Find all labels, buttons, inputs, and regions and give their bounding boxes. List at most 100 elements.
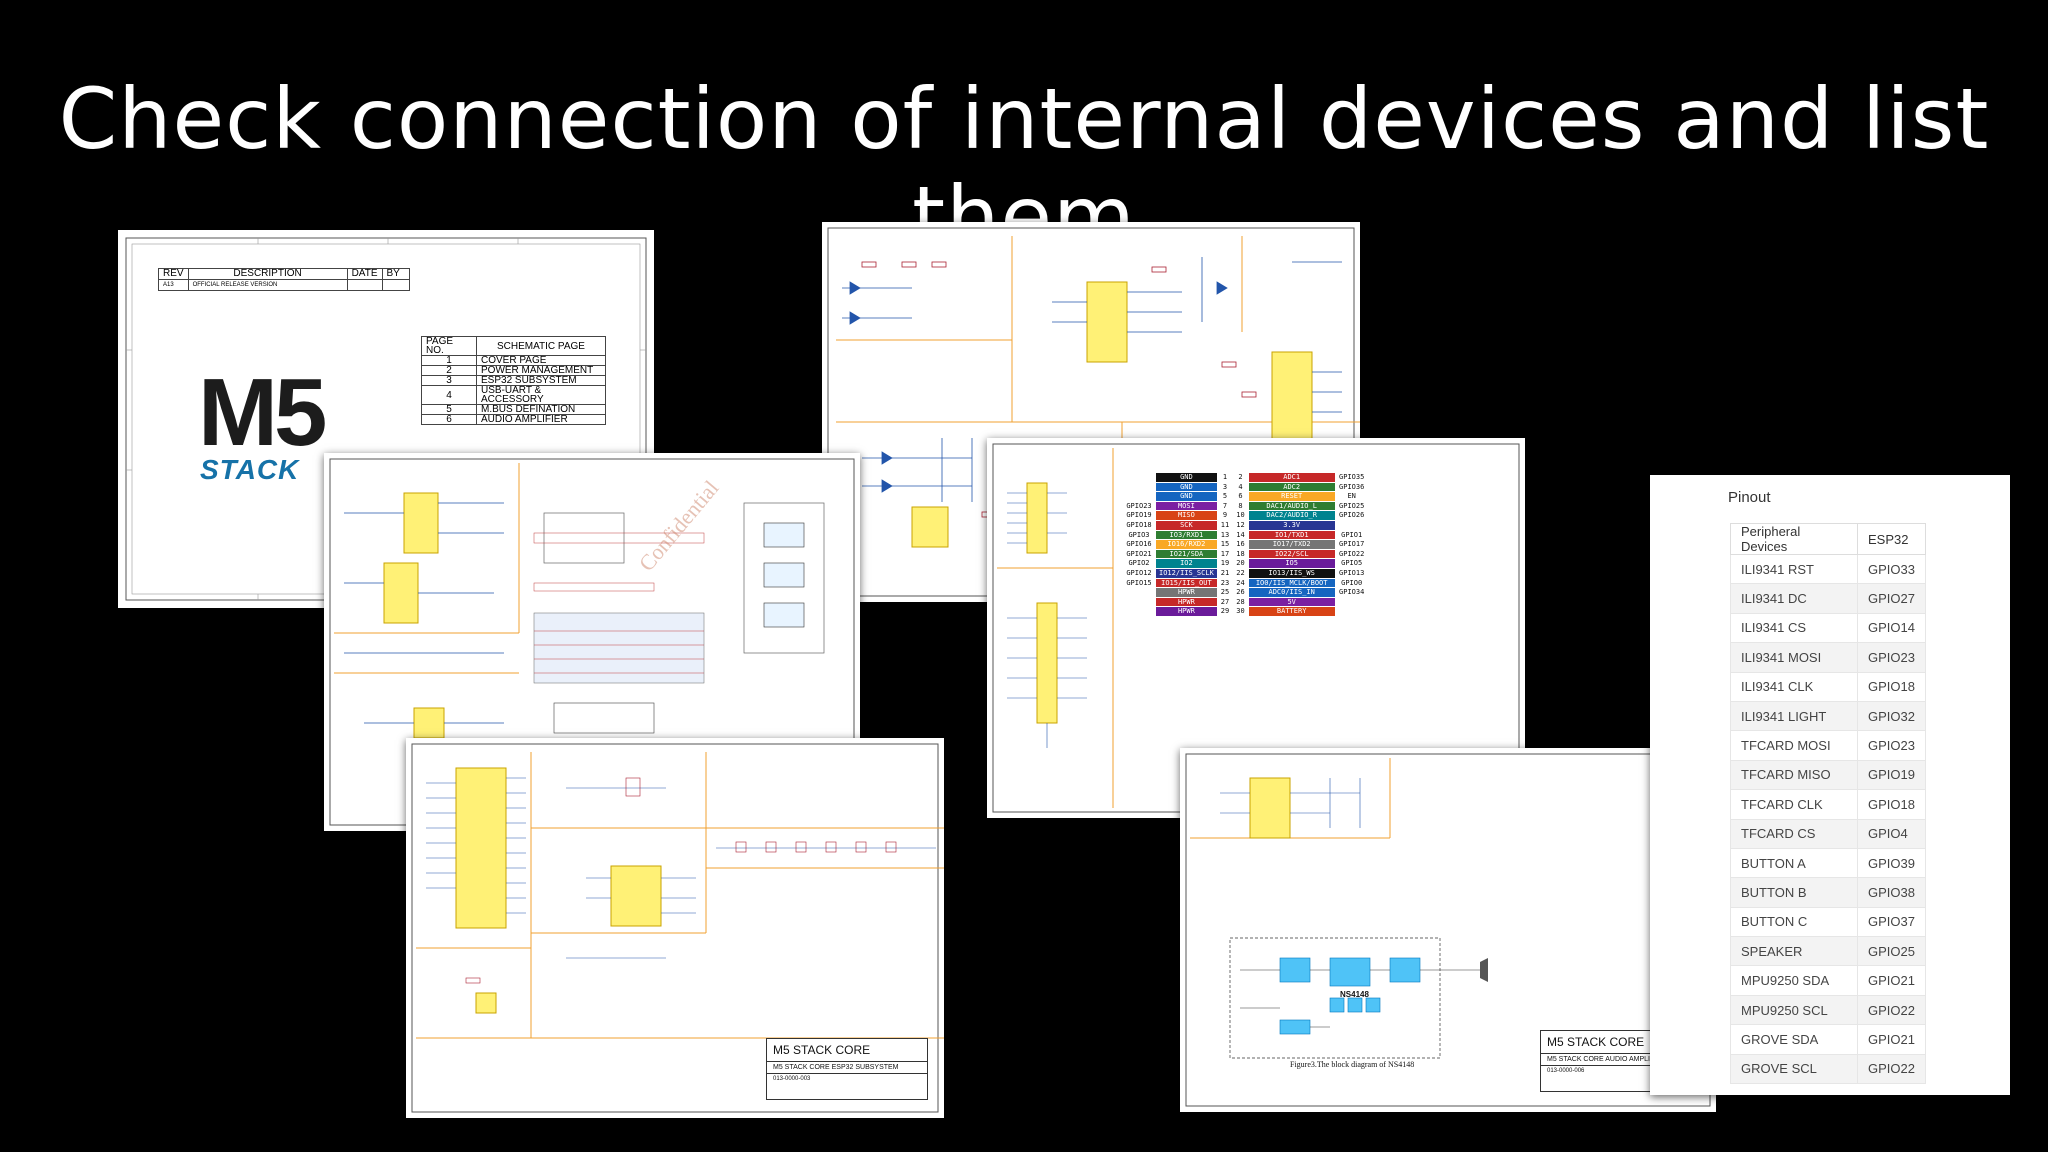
left-gpio: GPIO12 [1122, 567, 1156, 579]
esp32-pin-cell: GPIO27 [1857, 583, 1926, 614]
right-pin-number: 6 [1232, 491, 1249, 502]
left-pin-number: 1 [1216, 472, 1234, 483]
left-pin-number: 29 [1216, 606, 1234, 617]
left-gpio: GPIO23 [1122, 500, 1156, 512]
rev-header: REV [158, 268, 189, 280]
left-pin-number: 7 [1216, 500, 1234, 512]
left-function: SCK [1155, 519, 1218, 531]
right-function: IO22/SCL [1247, 548, 1336, 560]
left-function: GND [1155, 472, 1218, 483]
left-function: HPWR [1155, 606, 1218, 617]
peripheral-device-cell: ILI9341 CS [1730, 612, 1858, 644]
schematic-page-header: SCHEMATIC PAGE [476, 336, 606, 356]
right-pin-number: 8 [1232, 500, 1249, 512]
right-pin-number: 28 [1232, 596, 1249, 608]
ns4148-chip-label: NS4148 [1340, 990, 1369, 999]
peripheral-device-cell: TFCARD CS [1730, 818, 1858, 849]
right-function: ADC1 [1247, 472, 1336, 483]
left-pin-number: 17 [1216, 548, 1234, 560]
left-pin-number: 19 [1216, 558, 1234, 569]
left-function: IO15/IIS_OUT [1155, 577, 1218, 589]
peripheral-device-cell: ILI9341 MOSI [1730, 642, 1858, 673]
right-pin-number: 30 [1232, 606, 1249, 617]
right-gpio [1334, 606, 1369, 617]
right-pin-number: 10 [1232, 510, 1249, 521]
right-pin-number: 24 [1232, 577, 1249, 589]
revision-table: REV DESCRIPTION DATE BY A13 OFFICIAL REL… [158, 268, 410, 291]
left-function: MISO [1155, 510, 1218, 521]
right-gpio [1334, 596, 1369, 608]
page-no-header: PAGE NO. [421, 336, 477, 356]
right-function: IO17/TXD2 [1247, 539, 1336, 550]
schematic-esp32-subsystem-page: M5 STACK CORE M5 STACK CORE ESP32 SUBSYS… [406, 738, 944, 1118]
left-pin-number: 27 [1216, 596, 1234, 608]
left-function: GND [1155, 481, 1218, 493]
left-gpio [1122, 491, 1156, 502]
esp32-pin-cell: GPIO21 [1857, 1024, 1926, 1055]
audio-sheet-number: 013-0000-006 [1547, 1068, 1585, 1074]
peripheral-device-cell: MPU9250 SDA [1730, 965, 1858, 996]
esp32-pin-cell: GPIO14 [1857, 612, 1926, 644]
left-pin-number: 3 [1216, 481, 1234, 493]
right-gpio: GPIO0 [1334, 577, 1369, 589]
peripheral-device-cell: ILI9341 LIGHT [1730, 700, 1858, 732]
left-gpio: GPIO18 [1122, 519, 1156, 531]
peripheral-device-cell: TFCARD CLK [1730, 789, 1858, 820]
right-function: IO1/TXD1 [1247, 529, 1336, 541]
schematic-audio-amplifier-page: NS4148 Figure3.The block diagram of NS41… [1180, 748, 1716, 1112]
index-page-no: 2 [421, 365, 477, 376]
right-pin-number: 2 [1232, 472, 1249, 483]
esp32-sheet-number: 013-0000-003 [773, 1076, 811, 1082]
right-gpio: GPIO22 [1334, 548, 1369, 560]
index-page-no: 3 [421, 375, 477, 386]
esp32-pin-cell: GPIO39 [1857, 847, 1926, 879]
right-function: BATTERY [1247, 606, 1336, 617]
index-page-no: 4 [421, 385, 477, 405]
esp32-title-block: M5 STACK CORE M5 STACK CORE ESP32 SUBSYS… [766, 1038, 928, 1100]
pinout-panel: Pinout Peripheral Devices ESP32 ILI9341 … [1650, 475, 2010, 1095]
left-pin-number: 25 [1216, 587, 1234, 598]
peripheral-device-cell: SPEAKER [1730, 936, 1858, 967]
left-function: HPWR [1155, 596, 1218, 608]
right-function: IO5 [1247, 558, 1336, 569]
esp32-pin-cell: GPIO22 [1857, 994, 1926, 1026]
by-header: BY [381, 268, 410, 280]
right-function: IO0/IIS_MCLK/BOOT [1247, 577, 1336, 589]
right-function: RESET [1247, 491, 1336, 502]
left-pin-number: 5 [1216, 491, 1234, 502]
right-gpio: GPIO35 [1334, 472, 1369, 483]
right-function: ADC0/IIS_IN [1247, 587, 1336, 598]
peripheral-device-cell: ILI9341 CLK [1730, 671, 1858, 702]
right-pin-number: 16 [1232, 539, 1249, 550]
left-gpio: GPIO16 [1122, 539, 1156, 550]
esp32-pin-cell: GPIO18 [1857, 789, 1926, 820]
right-pin-number: 22 [1232, 567, 1249, 579]
left-gpio: GPIO2 [1122, 558, 1156, 569]
right-function: 5V [1247, 596, 1336, 608]
left-function: HPWR [1155, 587, 1218, 598]
peripheral-device-cell: TFCARD MOSI [1730, 730, 1858, 761]
left-pin-number: 23 [1216, 577, 1234, 589]
left-gpio [1122, 472, 1156, 483]
right-gpio: GPIO5 [1334, 558, 1369, 569]
